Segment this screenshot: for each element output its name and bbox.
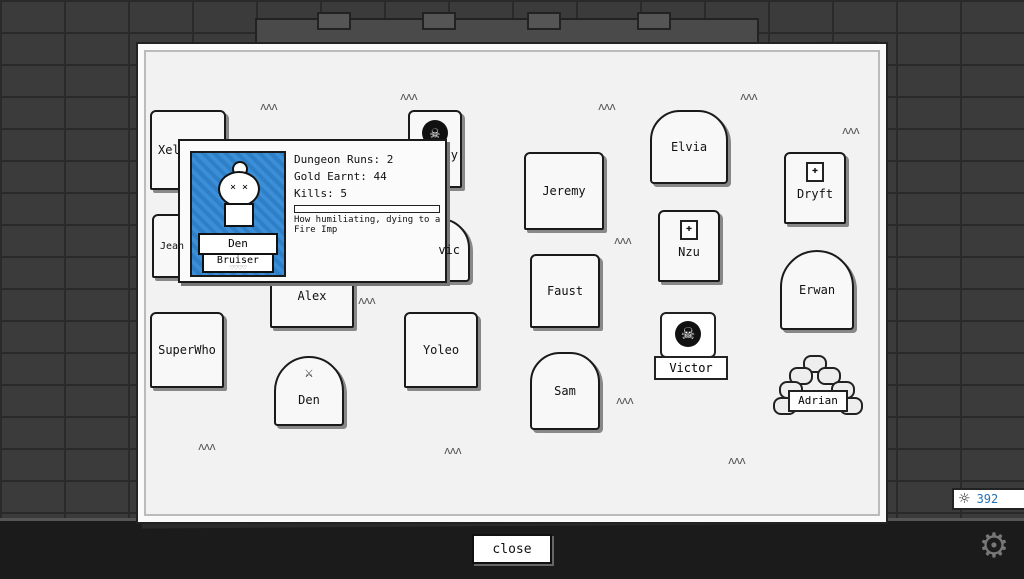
gear-icon[interactable]: ⚙ bbox=[978, 526, 1010, 566]
dead-face-icon: × × bbox=[218, 171, 260, 207]
shield-icon: ✚ bbox=[806, 162, 824, 182]
currency-counter: ☼ 392 bbox=[952, 488, 1024, 510]
grave-name: Erwan bbox=[798, 283, 836, 297]
character-name: Den bbox=[198, 233, 278, 255]
grave-name: Sam bbox=[554, 384, 576, 398]
graveyard-panel: Xel Jean SuperWho Alex ⚔ Den ☠ y vic Yol… bbox=[136, 42, 888, 524]
dungeon-runs: Dungeon Runs: 2 bbox=[294, 153, 394, 166]
grave-victor[interactable]: Victor bbox=[654, 356, 728, 380]
progress-bar bbox=[294, 205, 440, 213]
grave-name: Jeremy bbox=[542, 184, 586, 198]
ledge-cap bbox=[637, 12, 671, 30]
grass-tuft: ᴧᴧᴧ bbox=[400, 90, 418, 103]
grave-name: Dryft bbox=[796, 187, 834, 201]
grave-name: y bbox=[450, 148, 458, 162]
ledge-cap bbox=[317, 12, 351, 30]
grave-den[interactable]: ⚔ Den bbox=[274, 356, 344, 426]
grave-yoleo[interactable]: Yoleo bbox=[404, 312, 478, 388]
grave-victor-head[interactable]: ☠ bbox=[660, 312, 716, 358]
grave-name: Nzu bbox=[678, 245, 700, 259]
grass-tuft: ᴧᴧᴧ bbox=[842, 124, 860, 137]
close-button[interactable]: close bbox=[472, 534, 552, 564]
grass-tuft: ᴧᴧᴧ bbox=[358, 294, 376, 307]
skull-icon: ☠ bbox=[675, 321, 701, 347]
grass-tuft: ᴧᴧᴧ bbox=[444, 444, 462, 457]
grave-name: Xel bbox=[158, 143, 180, 157]
kills: Kills: 5 bbox=[294, 187, 347, 200]
grave-name: Den bbox=[298, 393, 320, 407]
character-class: Bruiser ♡♡♡♡ bbox=[202, 253, 274, 273]
grave-nzu[interactable]: ✚ Nzu bbox=[658, 210, 720, 282]
death-message: How humiliating, dying to a Fire Imp bbox=[294, 215, 441, 235]
grave-jeremy[interactable]: Jeremy bbox=[524, 152, 604, 230]
grave-superwho[interactable]: SuperWho bbox=[150, 312, 224, 388]
grave-adrian[interactable]: Adrian bbox=[788, 390, 848, 412]
ledge-cap bbox=[422, 12, 456, 30]
character-portrait: × × Den Bruiser ♡♡♡♡ bbox=[190, 151, 286, 277]
grave-dryft[interactable]: ✚ Dryft bbox=[784, 152, 846, 224]
sun-icon: ☼ bbox=[958, 491, 971, 507]
grass-tuft: ᴧᴧᴧ bbox=[198, 440, 216, 453]
grave-name: vic bbox=[438, 243, 460, 257]
grave-elvia[interactable]: Elvia bbox=[650, 110, 728, 184]
grave-name: Yoleo bbox=[422, 343, 460, 357]
grass-tuft: ᴧᴧᴧ bbox=[260, 100, 278, 113]
character-info-card: × × Den Bruiser ♡♡♡♡ Dungeon Runs: 2 Gol… bbox=[178, 139, 447, 283]
grave-faust[interactable]: Faust bbox=[530, 254, 600, 328]
grave-name: Elvia bbox=[670, 140, 708, 154]
crossed-swords-icon: ⚔ bbox=[304, 365, 314, 381]
shield-icon: ✚ bbox=[680, 220, 698, 240]
grass-tuft: ᴧᴧᴧ bbox=[616, 394, 634, 407]
grass-tuft: ᴧᴧᴧ bbox=[598, 100, 616, 113]
grave-name: Faust bbox=[546, 284, 584, 298]
grass-tuft: ᴧᴧᴧ bbox=[740, 90, 758, 103]
currency-value: 392 bbox=[976, 492, 999, 506]
gold-earnt: Gold Earnt: 44 bbox=[294, 170, 387, 183]
grave-erwan[interactable]: Erwan bbox=[780, 250, 854, 330]
grave-name: Alex bbox=[297, 289, 327, 303]
hearts-icon: ♡♡♡♡ bbox=[229, 264, 247, 272]
grave-name: SuperWho bbox=[158, 343, 216, 357]
grass-tuft: ᴧᴧᴧ bbox=[614, 234, 632, 247]
grass-tuft: ᴧᴧᴧ bbox=[728, 454, 746, 467]
grave-sam[interactable]: Sam bbox=[530, 352, 600, 430]
class-label: Bruiser bbox=[216, 255, 260, 266]
rock bbox=[817, 367, 841, 385]
ledge-cap bbox=[527, 12, 561, 30]
grave-name: Jean bbox=[160, 240, 185, 252]
character-stats: Dungeon Runs: 2 Gold Earnt: 44 Kills: 5 bbox=[294, 151, 440, 202]
character-body bbox=[224, 203, 254, 227]
